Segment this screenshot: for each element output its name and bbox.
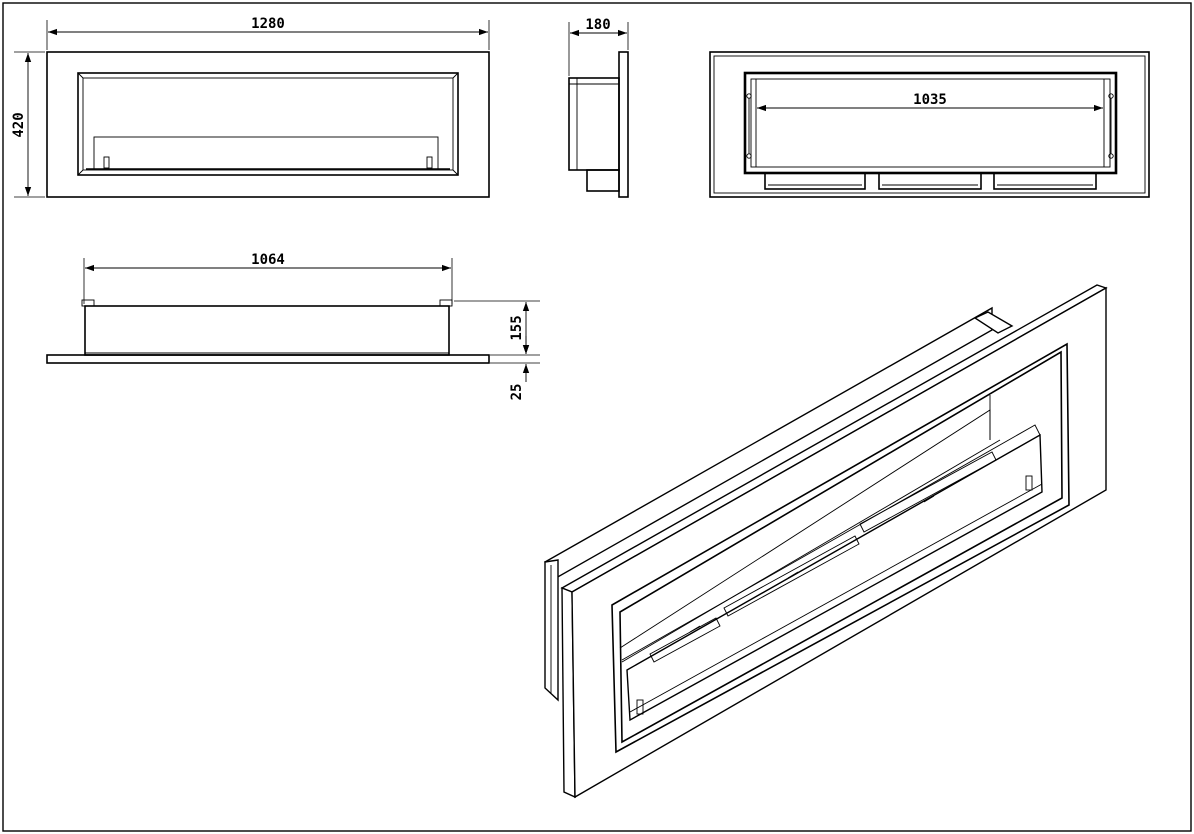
dim-label-depth-180: 180 <box>585 17 610 33</box>
side-view: 180 <box>568 17 629 198</box>
dim-label-width-1280: 1280 <box>251 16 285 32</box>
isometric-view <box>543 284 1108 799</box>
front-view: 1280 420 <box>11 16 490 198</box>
top-view: 1064 155 25 <box>46 252 540 401</box>
dim-label-height-420: 420 <box>11 112 27 137</box>
rear-view: 1035 <box>709 51 1150 198</box>
dim-label-length-1064: 1064 <box>251 252 285 268</box>
dim-label-height-155: 155 <box>509 315 525 340</box>
dim-label-insert-1035: 1035 <box>913 92 947 108</box>
dim-label-thickness-25: 25 <box>509 384 525 401</box>
